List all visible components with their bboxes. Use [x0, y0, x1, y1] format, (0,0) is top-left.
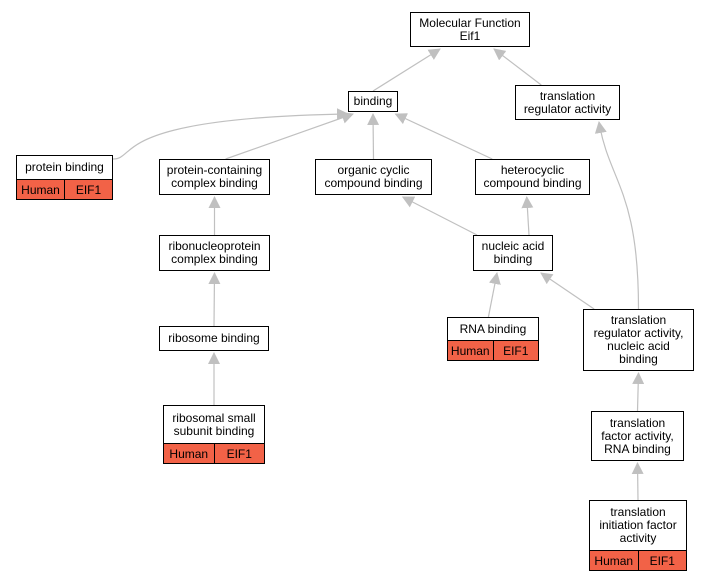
edge-binding-to-molecular-function — [372, 48, 441, 92]
gene-cell: EIF1 — [637, 551, 687, 570]
node-ribosomal-small-subunit-binding[interactable]: ribosomal small subunit binding Human EI… — [163, 405, 265, 464]
edge-protein-containing-complex-binding-to-binding — [225, 112, 354, 160]
node-binding[interactable]: binding — [348, 91, 398, 112]
edge-ribosome-binding-to-ribonucleoprotein-complex-binding — [208, 272, 221, 327]
species-cell: Human — [21, 182, 60, 197]
node-label: translation regulator activity — [523, 88, 612, 116]
node-translation-regulator-activity[interactable]: translation regulator activity — [515, 85, 620, 120]
node-molecular-function[interactable]: Molecular Function Eif1 — [410, 12, 530, 47]
node-label: translation initiation factor activity — [599, 505, 677, 545]
node-protein-containing-complex-binding[interactable]: protein-containing complex binding — [159, 159, 270, 195]
node-label: organic cyclic compound binding — [324, 163, 423, 190]
node-label: ribonucleoprotein complex binding — [168, 239, 261, 266]
node-label: Molecular Function Eif1 — [419, 15, 521, 43]
node-protein-binding[interactable]: protein binding Human EIF1 — [16, 155, 113, 200]
edge-nucleic-acid-binding-to-organic-cyclic-compound-binding — [401, 196, 478, 236]
edge-translation-factor-rna-binding-to-translation-regulator-nucleic-acid — [632, 372, 645, 412]
node-label: translation regulator activity, nucleic … — [593, 313, 684, 366]
species-cell: Human — [450, 343, 490, 358]
species-cell: Human — [169, 446, 209, 461]
gene-cell: EIF1 — [492, 341, 539, 360]
node-organic-cyclic-compound-binding[interactable]: organic cyclic compound binding — [315, 159, 432, 195]
node-label: heterocyclic compound binding — [483, 163, 582, 190]
node-label: protein binding — [25, 160, 104, 174]
node-label: protein-containing complex binding — [166, 163, 263, 190]
edge-heterocyclic-compound-binding-to-binding — [394, 113, 493, 160]
node-rna-binding[interactable]: RNA binding Human EIF1 — [447, 317, 539, 361]
edge-rna-binding-to-nucleic-acid-binding — [487, 272, 501, 318]
annotation-row: Human EIF1 — [17, 179, 112, 199]
edge-translation-regulator-activity-to-molecular-function — [493, 48, 542, 86]
node-translation-initiation-factor-activity[interactable]: translation initiation factor activity H… — [589, 500, 687, 571]
gene-cell: EIF1 — [213, 444, 265, 463]
species-cell: Human — [594, 553, 634, 568]
node-label: ribosome binding — [168, 331, 260, 345]
edge-protein-binding-to-binding — [112, 108, 349, 160]
node-label: translation factor activity, RNA binding — [601, 415, 674, 456]
edge-translation-initiation-factor-activity-to-translation-factor-rna-binding — [631, 462, 644, 501]
node-label: binding — [353, 94, 393, 108]
annotation-row: Human EIF1 — [590, 550, 686, 570]
node-translation-factor-rna-binding[interactable]: translation factor activity, RNA binding — [591, 411, 684, 461]
edge-translation-regulator-nucleic-acid-to-translation-regulator-activity — [594, 121, 640, 310]
gene-cell: EIF1 — [64, 180, 112, 199]
node-label: nucleic acid binding — [481, 239, 545, 266]
node-ribosome-binding[interactable]: ribosome binding — [159, 326, 269, 351]
node-label: RNA binding — [459, 321, 527, 336]
edge-nucleic-acid-binding-to-heterocyclic-compound-binding — [521, 196, 534, 236]
node-heterocyclic-compound-binding[interactable]: heterocyclic compound binding — [475, 159, 590, 195]
node-nucleic-acid-binding[interactable]: nucleic acid binding — [473, 235, 553, 271]
node-label: ribosomal small subunit binding — [172, 410, 256, 438]
edge-translation-regulator-nucleic-acid-to-nucleic-acid-binding — [540, 272, 595, 310]
annotation-row: Human EIF1 — [164, 443, 264, 463]
edge-organic-cyclic-compound-binding-to-binding — [367, 113, 380, 160]
node-translation-regulator-nucleic-acid-binding[interactable]: translation regulator activity, nucleic … — [583, 309, 694, 371]
node-ribonucleoprotein-complex-binding[interactable]: ribonucleoprotein complex binding — [159, 235, 270, 271]
annotation-row: Human EIF1 — [448, 340, 538, 360]
